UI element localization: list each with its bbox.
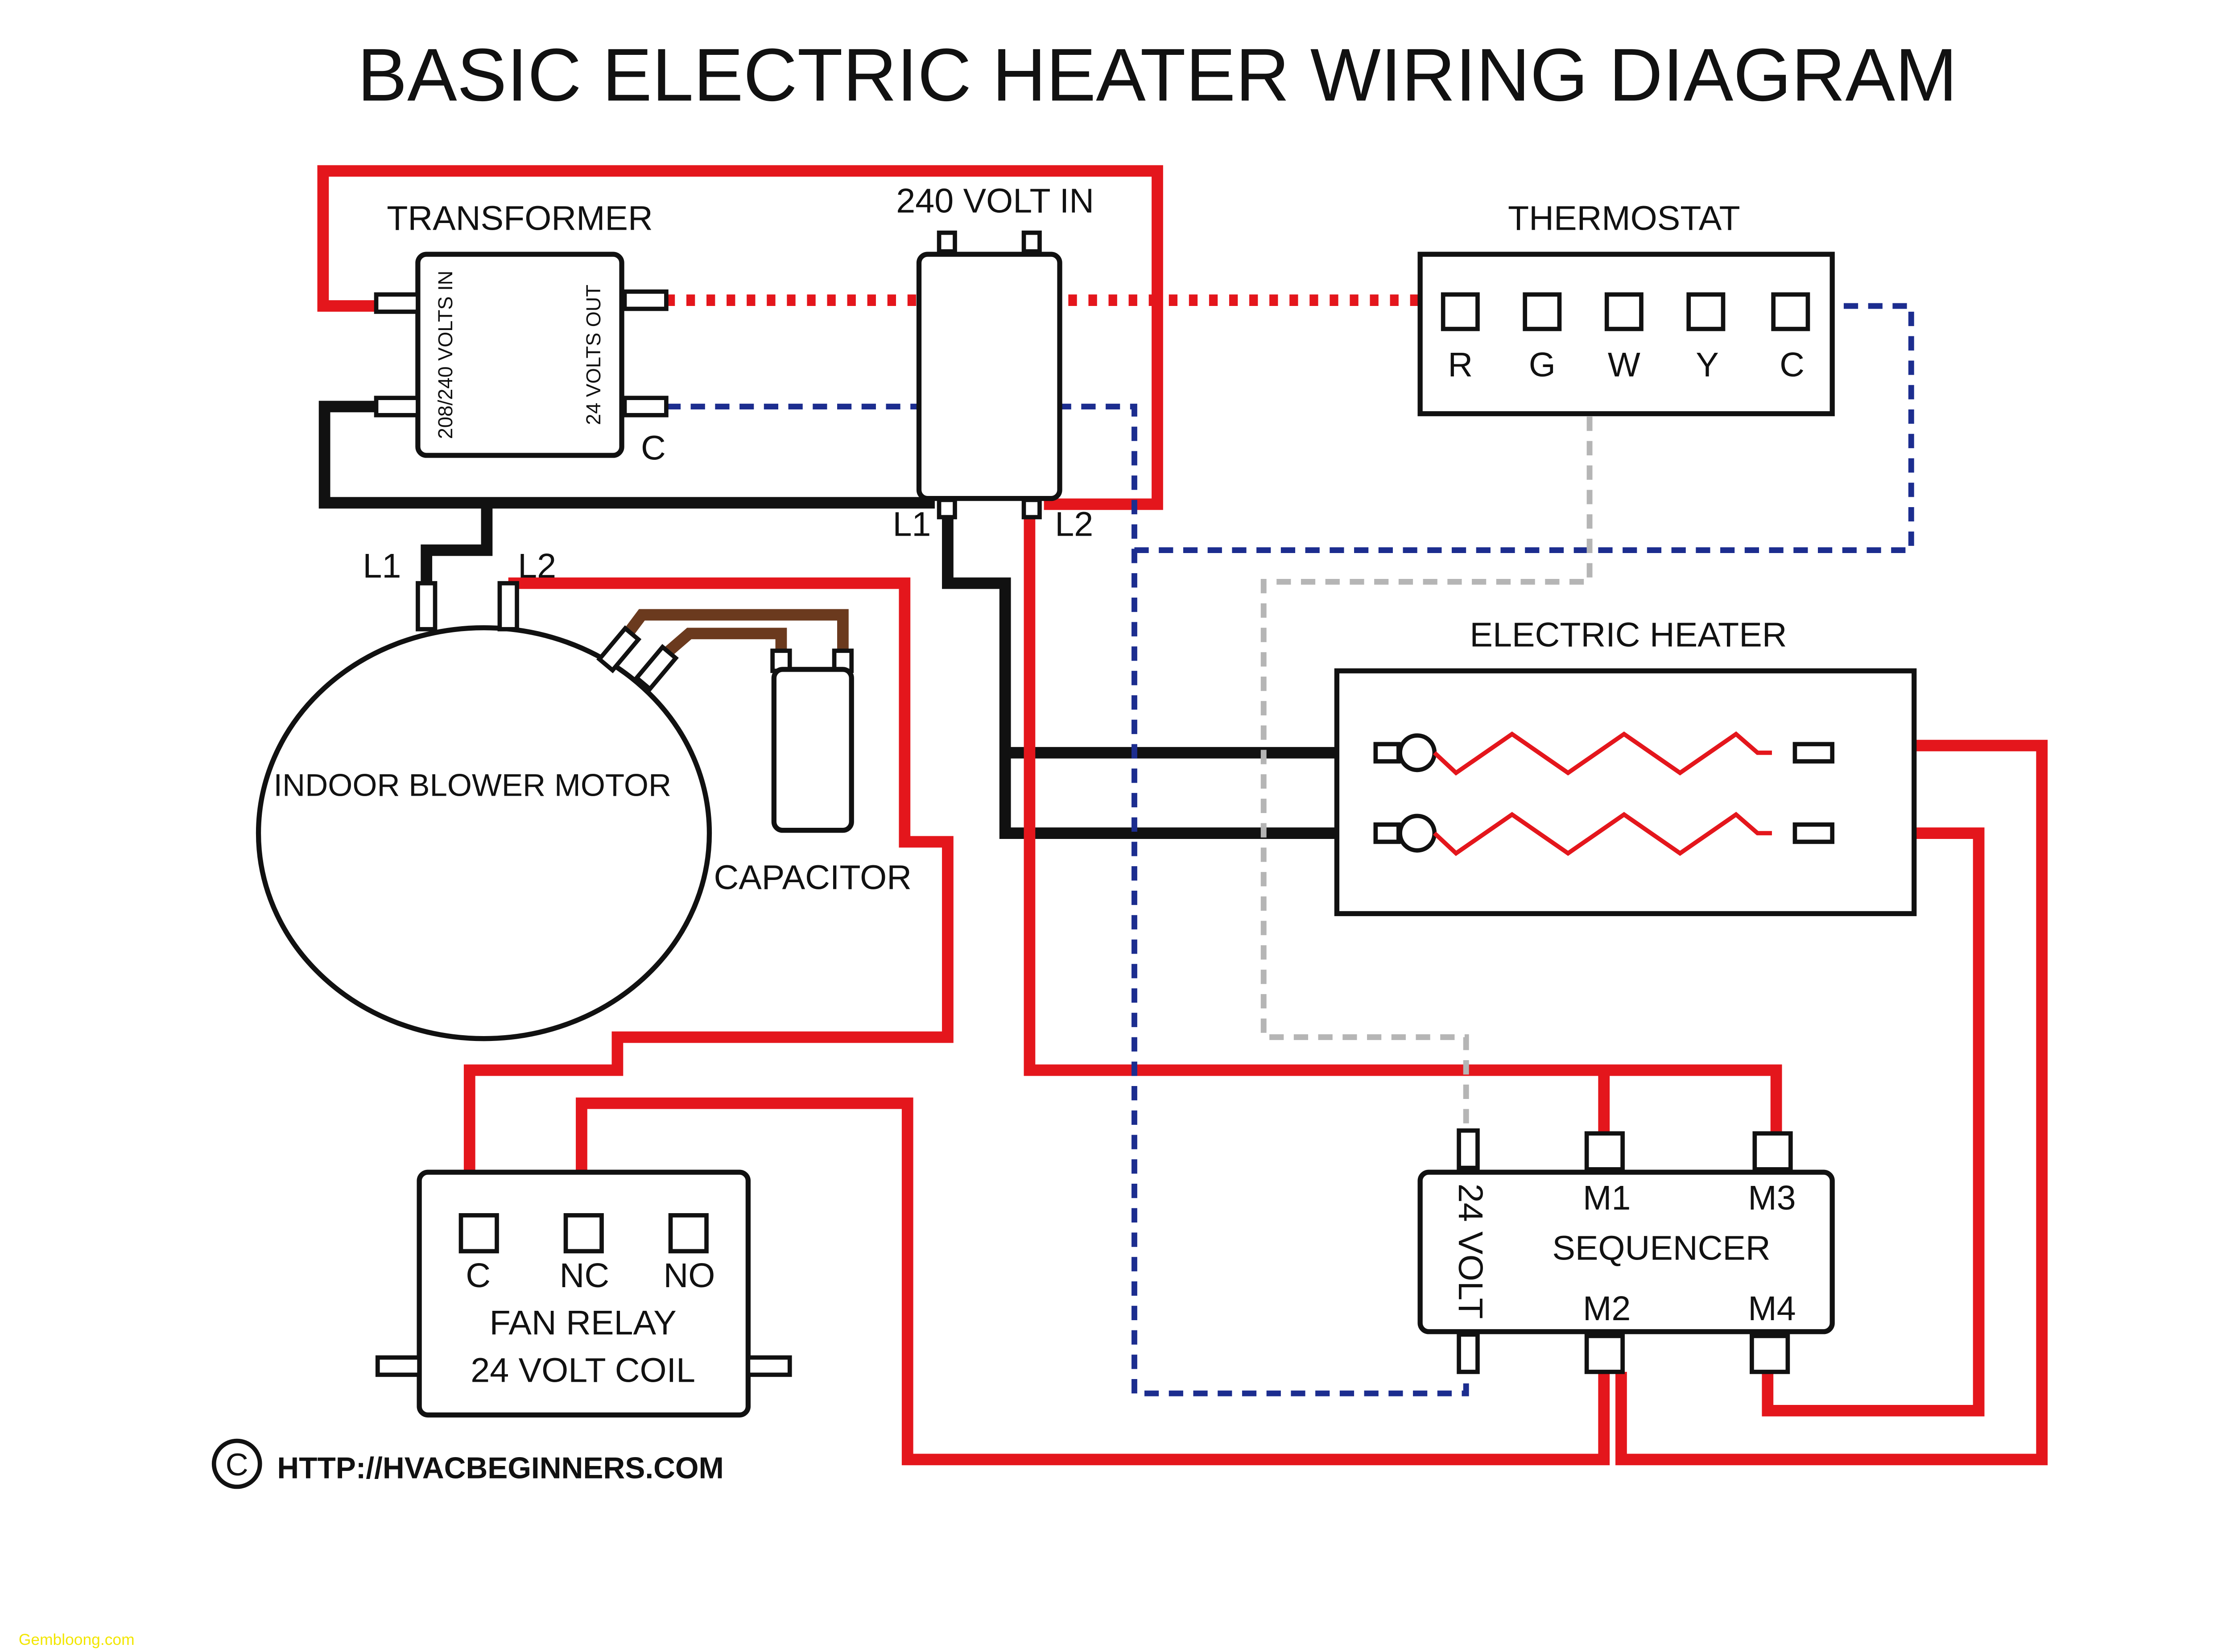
thermostat-label-g: G <box>1529 346 1556 384</box>
fan-relay: C NC NO FAN RELAY 24 VOLT COIL <box>375 1169 792 1418</box>
thermostat-terminal-y <box>1686 292 1726 331</box>
heater-lug-2-left <box>1398 814 1437 853</box>
fan-relay-coil-terminal-right <box>746 1355 792 1377</box>
wire-transformer-in-to-supply-l2 <box>317 165 1163 510</box>
transformer-common-label: C <box>641 429 666 467</box>
transformer-in-terminal-2 <box>374 396 420 417</box>
capacitor-body <box>771 667 854 833</box>
supply-terminal-l1 <box>937 498 957 520</box>
watermark: Gembloong.com <box>19 1631 135 1648</box>
thermostat-terminal-g <box>1523 292 1562 331</box>
fan-relay-terminal-no <box>668 1213 709 1254</box>
thermostat-body <box>1417 252 1835 417</box>
thermostat-label-w: W <box>1608 346 1640 384</box>
blower-motor-cap-terminal-2 <box>633 644 679 692</box>
fan-relay-terminal-nc <box>563 1213 604 1254</box>
copyright-icon <box>211 1438 262 1489</box>
diagram-title: BASIC ELECTRIC HEATER WIRING DIAGRAM <box>357 33 1957 116</box>
fan-relay-coil-terminal-left <box>375 1355 421 1377</box>
wire-relay-to-sequencer-m2 <box>576 1097 1610 1466</box>
transformer-output-label: 24 VOLTS OUT <box>582 285 605 425</box>
copyright-url: HTTP://HVACBEGINNERS.COM <box>277 1451 723 1485</box>
sequencer-terminal-m4 <box>1750 1334 1790 1374</box>
blower-motor-terminal-l2 <box>497 581 519 632</box>
transformer-in-terminal-1 <box>374 292 420 314</box>
blower-motor-body <box>256 625 712 1041</box>
supply-body <box>916 252 1062 501</box>
transformer-title: TRANSFORMER <box>387 199 653 237</box>
heating-element-1 <box>1433 731 1772 776</box>
supply-l1-label: L1 <box>892 505 931 543</box>
blower-motor-l2-label: L2 <box>518 547 556 585</box>
indoor-blower-motor: L1 L2 INDOOR BLOWER MOTOR <box>256 547 712 1041</box>
capacitor-title: CAPACITOR <box>714 859 912 897</box>
supply-terminal-top-1 <box>937 230 957 254</box>
blower-motor-cap-terminal-1 <box>596 625 642 673</box>
transformer-body <box>415 252 624 458</box>
thermostat-terminal-c <box>1771 292 1810 331</box>
sequencer-m4-label: M4 <box>1748 1289 1796 1328</box>
heater-terminal-2-left <box>1373 822 1401 844</box>
sequencer-coil-terminal-bottom <box>1457 1332 1480 1374</box>
transformer-input-label: 208/240 VOLTS IN <box>434 271 457 439</box>
sequencer-coil-terminal-top <box>1457 1128 1480 1170</box>
thermostat-label-c: C <box>1780 346 1805 384</box>
thermostat-title: THERMOSTAT <box>1508 199 1740 237</box>
fan-relay-subtitle: 24 VOLT COIL <box>471 1351 695 1389</box>
sequencer-title: SEQUENCER <box>1552 1229 1770 1268</box>
fan-relay-label-c: C <box>466 1256 491 1295</box>
fan-relay-label-no: NO <box>663 1256 715 1295</box>
wire-heater-2-to-sequencer-m4 <box>1762 827 1985 1417</box>
wire-heater-1-to-sequencer-m2 <box>1615 739 2048 1466</box>
heater-terminal-2-right <box>1792 822 1835 844</box>
sequencer-terminal-m3 <box>1752 1131 1793 1172</box>
sequencer-m1-label: M1 <box>1583 1179 1631 1217</box>
sequencer-terminal-m2 <box>1584 1334 1625 1374</box>
heater-terminal-1-right <box>1792 742 1835 764</box>
sequencer-terminal-m1 <box>1584 1131 1625 1172</box>
electric-heater: ELECTRIC HEATER <box>1334 615 1917 917</box>
fan-relay-terminal-c <box>458 1213 499 1254</box>
supply-disconnect: 240 VOLT IN L1 L2 <box>892 182 1094 544</box>
thermostat-terminal-w <box>1604 292 1644 331</box>
electric-heater-title: ELECTRIC HEATER <box>1470 615 1787 654</box>
supply-l2-label: L2 <box>1055 505 1093 543</box>
heater-lug-1-left <box>1398 733 1437 772</box>
fan-relay-label-nc: NC <box>560 1256 610 1295</box>
wire-motor-l2-to-relay-nc <box>463 577 954 1215</box>
wire-supply-l1-to-heater <box>942 517 1376 839</box>
copyright-symbol: C <box>226 1447 248 1483</box>
blower-motor-l1-label: L1 <box>363 547 401 585</box>
fan-relay-title: FAN RELAY <box>489 1304 676 1342</box>
copyright-notice: C HTTP://HVACBEGINNERS.COM <box>211 1438 724 1489</box>
heater-terminal-1-left <box>1373 742 1401 764</box>
transformer-out-terminal-2 <box>622 396 669 417</box>
sequencer-body <box>1417 1169 1835 1334</box>
wire-motor-to-capacitor <box>615 609 849 665</box>
fan-relay-body <box>417 1169 751 1418</box>
wire-supply-l2-to-sequencer <box>1024 517 1782 1134</box>
thermostat: THERMOSTAT R G W Y C <box>1417 199 1835 417</box>
supply-title: 240 VOLT IN <box>896 182 1094 220</box>
supply-terminal-l2 <box>1021 498 1042 520</box>
sequencer-coil-label: 24 VOLT <box>1451 1184 1490 1319</box>
supply-terminal-top-2 <box>1021 230 1042 254</box>
capacitor: CAPACITOR <box>714 648 912 897</box>
wire-common-low-voltage <box>666 303 1914 1396</box>
transformer: TRANSFORMER 208/240 VOLTS IN 24 VOLTS OU… <box>374 199 669 467</box>
wire-bus-to-motor-l1 <box>421 503 493 583</box>
sequencer: 24 VOLT M1 M3 SEQUENCER M2 M4 <box>1417 1128 1835 1374</box>
heating-element-2 <box>1433 812 1772 856</box>
blower-motor-title: INDOOR BLOWER MOTOR <box>273 768 671 803</box>
thermostat-label-y: Y <box>1696 346 1719 384</box>
transformer-out-terminal-1 <box>622 289 669 311</box>
sequencer-m3-label: M3 <box>1748 1179 1796 1217</box>
sequencer-m2-label: M2 <box>1583 1289 1631 1328</box>
thermostat-label-r: R <box>1448 346 1473 384</box>
wire-transformer-neutral-bus <box>318 401 935 509</box>
blower-motor-terminal-l1 <box>416 581 438 632</box>
thermostat-terminal-r <box>1441 292 1480 331</box>
electric-heater-body <box>1334 668 1917 917</box>
